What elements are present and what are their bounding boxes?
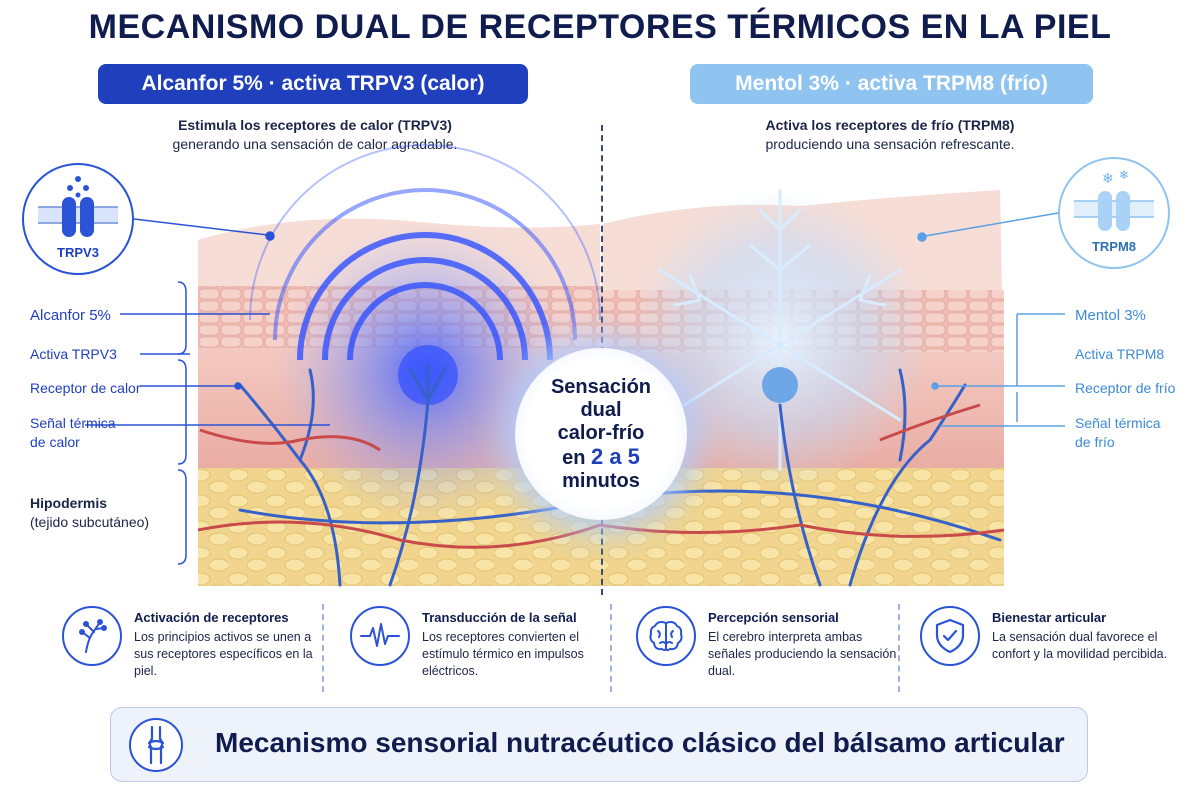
callout-time-range: 2 a 5 <box>590 443 640 469</box>
step-divider <box>322 604 324 692</box>
trpm8-badge-label: TRPM8 <box>1091 239 1137 254</box>
banner-text: Mecanismo sensorial nutracéutico clásico… <box>215 727 1065 758</box>
knee-joint-icon <box>129 718 183 772</box>
label-camphor: Alcanfor 5% <box>30 307 111 324</box>
menthol-description-line2: produciendo una sensación refrescante. <box>765 136 1015 152</box>
label-heat-receptor: Receptor de calor <box>30 380 141 396</box>
step-transduction-text: Los receptores convierten el estímulo té… <box>422 630 584 678</box>
trpv3-badge: TRPV3 <box>22 163 134 275</box>
branch-receptor-icon <box>62 606 122 666</box>
step-perception: Percepción sensorial El cerebro interpre… <box>636 602 906 698</box>
page-title: MECANISMO DUAL DE RECEPTORES TÉRMICOS EN… <box>88 8 1112 46</box>
label-activa-trpv3: Activa TRPV3 <box>30 346 117 362</box>
trpv3-channel-icon <box>38 176 118 237</box>
step-activation-text: Los principios activos se unen a sus rec… <box>134 630 313 678</box>
label-cold-signal-line2: de frío <box>1075 434 1115 450</box>
label-cold-signal-line1: Señal térmica <box>1075 415 1161 431</box>
svg-text:❄: ❄ <box>1102 171 1114 187</box>
camphor-description-line2: generando una sensación de calor agradab… <box>172 136 458 152</box>
step-wellbeing-title: Bienestar articular <box>992 610 1107 625</box>
label-hypodermis: Hipodermis (tejido subcutáneo) <box>30 494 149 532</box>
svg-text:❄: ❄ <box>1119 169 1129 182</box>
callout-line1: Sensación <box>550 375 652 398</box>
step-activation-title: Activación de receptores <box>134 610 289 625</box>
pulse-wave-icon <box>350 606 410 666</box>
callout-line5: minutos <box>562 469 640 492</box>
label-hypodermis-sub: (tejido subcutáneo) <box>30 514 150 530</box>
summary-banner: Mecanismo sensorial nutracéutico clásico… <box>110 707 1088 782</box>
menthol-pill: Mentol 3% · activa TRPM8 (frío) <box>690 64 1093 104</box>
step-perception-text: El cerebro interpreta ambas señales prod… <box>708 630 897 678</box>
callout-line4-prefix: en <box>562 446 591 469</box>
camphor-pill: Alcanfor 5% · activa TRPV3 (calor) <box>98 64 528 104</box>
step-divider <box>898 604 900 692</box>
callout-line2: dual <box>580 398 622 421</box>
menthol-description: Activa los receptores de frío (TRPM8) pr… <box>690 116 1090 154</box>
label-cold-signal: Señal térmica de frío <box>1075 414 1161 452</box>
camphor-description: Estimula los receptores de calor (TRPV3)… <box>110 116 520 154</box>
step-perception-title: Percepción sensorial <box>708 610 839 625</box>
label-hypodermis-title: Hipodermis <box>30 495 108 511</box>
label-activa-trpm8: Activa TRPM8 <box>1075 346 1165 362</box>
menthol-description-line1: Activa los receptores de frío (TRPM8) <box>765 117 1015 133</box>
label-cold-receptor: Receptor de frío <box>1075 380 1176 396</box>
step-transduction-title: Transducción de la señal <box>422 610 577 625</box>
callout-line4: en 2 a 5 <box>562 445 640 470</box>
trpm8-badge: ❄ ❄ TRPM8 <box>1058 157 1170 269</box>
label-heat-signal-line2: de calor <box>30 434 80 450</box>
label-heat-signal: Señal térmica de calor <box>30 414 116 452</box>
trpv3-badge-label: TRPV3 <box>57 245 99 260</box>
shield-check-icon <box>920 606 980 666</box>
step-activation: Activación de receptores Los principios … <box>62 602 332 698</box>
step-wellbeing-text: La sensación dual favorece el confort y … <box>992 630 1168 661</box>
step-divider <box>610 604 612 692</box>
label-heat-signal-line1: Señal térmica <box>30 415 116 431</box>
dual-sensation-callout: Sensación dual calor-frío en 2 a 5 minut… <box>515 348 687 520</box>
step-wellbeing: Bienestar articular La sensación dual fa… <box>920 602 1190 698</box>
brain-icon <box>636 606 696 666</box>
camphor-description-line1: Estimula los receptores de calor (TRPV3) <box>178 117 452 133</box>
callout-line3: calor-frío <box>557 421 645 444</box>
trpm8-channel-icon: ❄ ❄ <box>1074 169 1154 231</box>
label-menthol: Mentol 3% <box>1075 307 1146 324</box>
step-transduction: Transducción de la señal Los receptores … <box>350 602 620 698</box>
